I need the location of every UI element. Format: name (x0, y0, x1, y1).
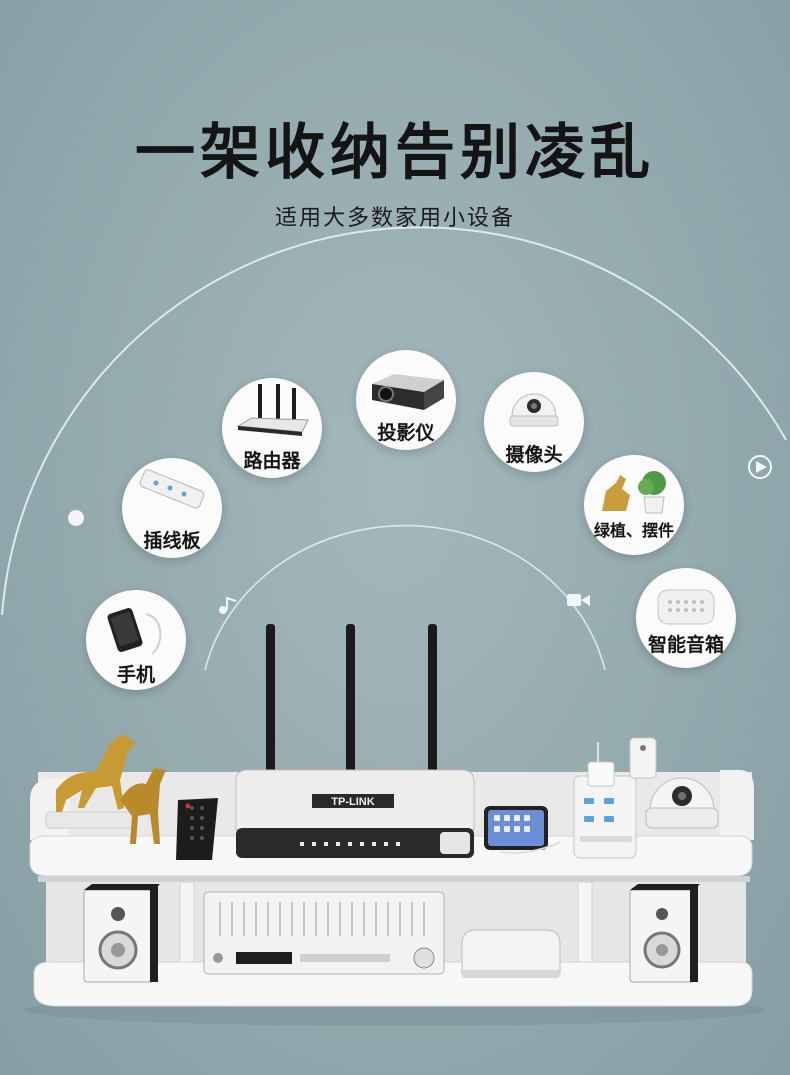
power-strip-device (573, 742, 637, 859)
music-note-icon (219, 596, 237, 614)
device-bubble-plant-ornament: 绿植、摆件 (584, 455, 684, 555)
smart-speaker-icon (657, 589, 715, 625)
projector-icon (372, 374, 444, 410)
left-speaker (83, 884, 160, 983)
horse-figurine (45, 734, 166, 844)
device-label: 投影仪 (377, 422, 435, 444)
router-brand-label: TP-LINK (331, 796, 374, 808)
device-bubble-power-strip: 插线板 (122, 458, 222, 558)
right-speaker (629, 884, 700, 983)
set-top-box (461, 929, 561, 978)
phone-icon (107, 608, 162, 655)
device-label: 摄像头 (505, 444, 563, 466)
device-label: 智能音箱 (647, 634, 724, 656)
amplifier (203, 891, 445, 975)
security-camera (629, 737, 719, 829)
camera-icon (509, 393, 559, 427)
device-label: 手机 (116, 664, 155, 686)
headline: 一架收纳告别凌乱 (135, 118, 655, 188)
device-bubble-phone: 手机 (86, 590, 186, 690)
router-device (235, 624, 475, 858)
device-bubble-smart-speaker: 智能音箱 (636, 568, 736, 668)
device-label: 路由器 (243, 450, 301, 472)
plant-ornament-icon (602, 471, 666, 514)
video-camera-icon (567, 594, 590, 606)
device-bubble-router: 路由器 (222, 378, 322, 478)
router-icon (236, 384, 309, 436)
device-label: 插线板 (143, 530, 201, 552)
device-label: 绿植、摆件 (593, 521, 674, 540)
power-strip-icon (139, 469, 205, 509)
device-bubble-projector: 投影仪 (356, 350, 456, 450)
remote-control (176, 798, 218, 860)
smartphone (484, 806, 561, 854)
subheadline: 适用大多数家用小设备 (274, 206, 515, 231)
device-bubble-camera: 摄像头 (484, 372, 584, 472)
